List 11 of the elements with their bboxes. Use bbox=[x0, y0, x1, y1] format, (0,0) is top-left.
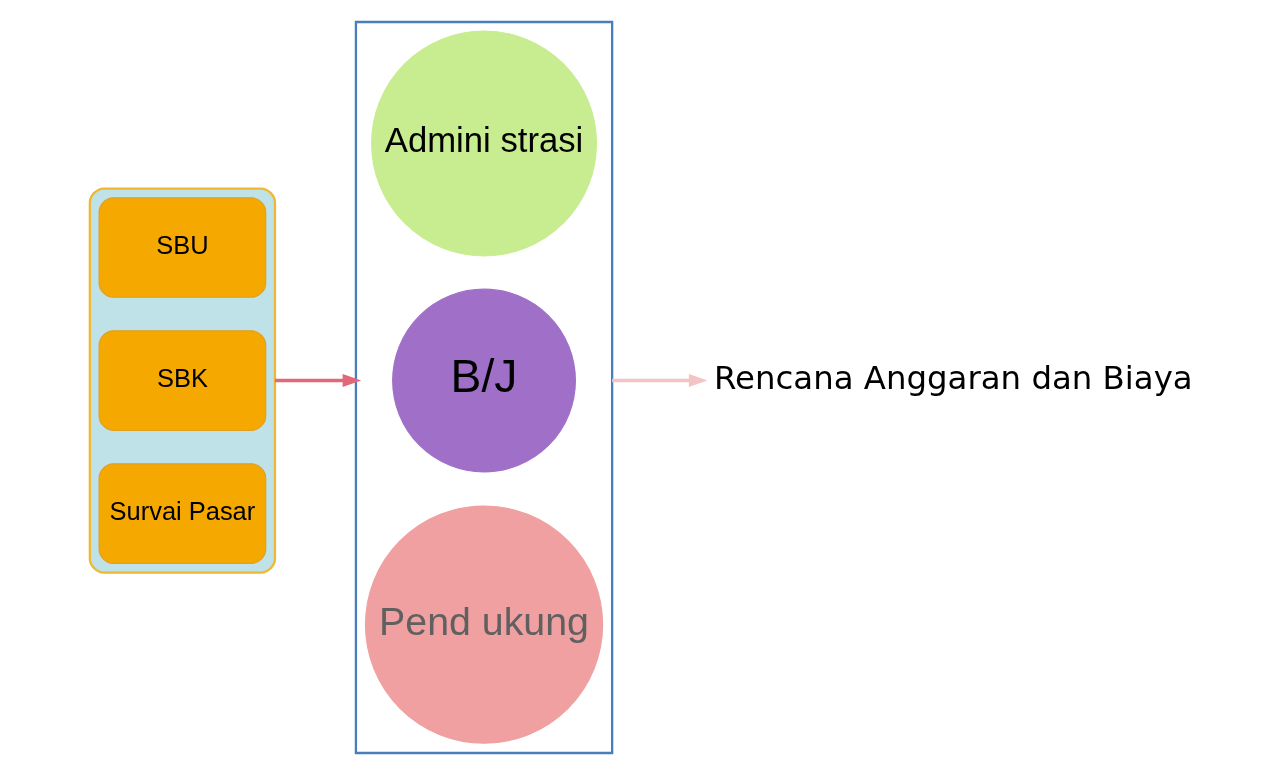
arrow bbox=[274, 374, 361, 388]
node-text: Rencana Anggaran dan Biaya bbox=[713, 358, 1193, 397]
node-circle: Pend ukung bbox=[364, 505, 603, 744]
node-circle: B/J bbox=[391, 288, 576, 473]
arrow bbox=[611, 374, 707, 388]
node-circle: Admini strasi bbox=[370, 30, 597, 257]
cluster bbox=[354, 20, 613, 755]
node-box: Survai Pasar bbox=[98, 463, 266, 564]
node-box: SBK bbox=[98, 330, 266, 431]
cluster bbox=[88, 187, 276, 574]
node-box: SBU bbox=[98, 197, 266, 298]
